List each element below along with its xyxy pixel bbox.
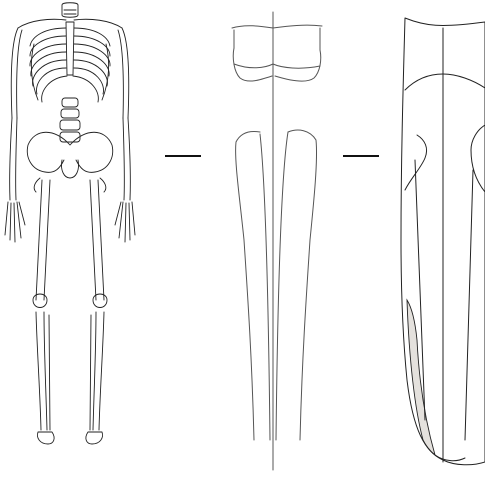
pelvis bbox=[27, 132, 112, 178]
tibia-left bbox=[36, 312, 50, 430]
knee-right bbox=[93, 294, 107, 308]
tibia-right bbox=[90, 312, 104, 430]
hand-left bbox=[5, 202, 25, 242]
sketch-hip-right bbox=[275, 50, 321, 81]
skeleton-drawing bbox=[0, 0, 140, 479]
forearm-left bbox=[10, 118, 17, 200]
silhouette-sketch bbox=[220, 0, 340, 479]
hand-right bbox=[115, 202, 135, 242]
humerus-left bbox=[11, 28, 22, 118]
humerus-right bbox=[118, 28, 129, 118]
sketch-leg-left bbox=[244, 134, 270, 440]
pattern-seat-line bbox=[405, 74, 485, 90]
pattern-seam-right bbox=[465, 170, 473, 440]
clavicle-right bbox=[74, 19, 122, 28]
sketch-thigh-right bbox=[288, 130, 317, 240]
separator-dash-1 bbox=[165, 155, 201, 157]
femur-right bbox=[90, 180, 104, 300]
sketch-waist-line bbox=[232, 25, 322, 28]
foot-right bbox=[86, 432, 103, 444]
knee-left bbox=[33, 294, 47, 308]
pattern-svg bbox=[395, 0, 485, 479]
rib-cage bbox=[30, 28, 110, 102]
skeleton-svg bbox=[0, 0, 140, 479]
sternum bbox=[66, 22, 74, 75]
sketch-svg bbox=[220, 0, 340, 479]
femur-left bbox=[36, 180, 50, 300]
lumbar-spine bbox=[60, 98, 80, 142]
forearm-right bbox=[123, 118, 130, 200]
clavicle-left bbox=[18, 19, 66, 28]
sketch-seat-line bbox=[234, 64, 320, 68]
pattern-hem-inner bbox=[435, 455, 465, 461]
sketch-thigh-left bbox=[236, 131, 260, 240]
sketch-hip-left bbox=[233, 48, 272, 81]
separator-dash-2 bbox=[343, 155, 379, 157]
sketch-leg-right bbox=[276, 132, 310, 440]
flat-pattern bbox=[395, 0, 485, 479]
foot-left bbox=[37, 432, 54, 444]
